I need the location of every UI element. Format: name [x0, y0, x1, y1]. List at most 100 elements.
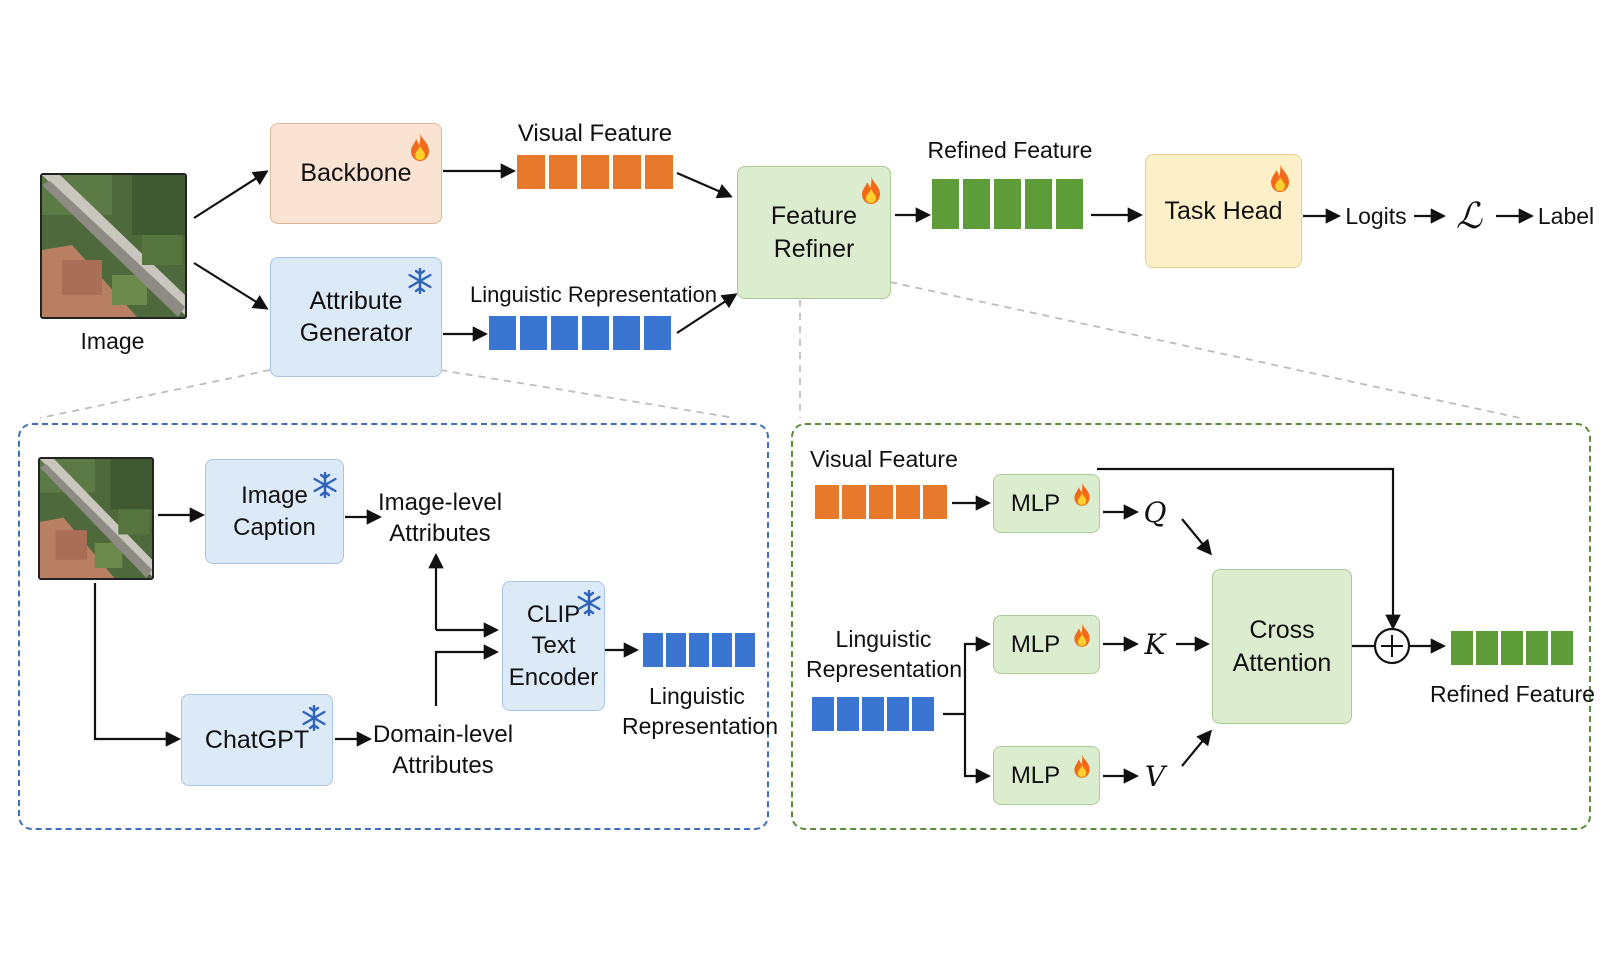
clip-text-encoder-line-3: Encoder	[508, 663, 599, 691]
arrow-image-to-chatgpt	[93, 583, 182, 747]
refined-feature-label: Refined Feature	[927, 137, 1093, 163]
attribute-generator-line-2: Generator	[299, 319, 413, 347]
snowflake-icon	[313, 472, 337, 498]
flame-icon	[1271, 164, 1289, 192]
k-symbol: K	[1144, 628, 1166, 661]
image-caption-line-2: Caption	[233, 513, 316, 541]
feature-cell	[1056, 179, 1083, 229]
backbone-box: Backbone	[270, 123, 442, 224]
feature-cell	[644, 316, 671, 350]
feature-cell	[613, 155, 641, 189]
input-image-label: Image	[80, 328, 145, 354]
image-caption-box: Image Caption	[205, 459, 344, 564]
panel-linguistic-representation-label: Linguistic Representation	[622, 682, 778, 742]
mlp-v-box: MLP	[993, 746, 1100, 805]
feature-cell	[1551, 631, 1573, 665]
image-level-attributes-line-2: Attributes	[389, 520, 491, 548]
feature-cell	[1451, 631, 1473, 665]
feature-cell	[666, 633, 686, 667]
v-symbol: V	[1144, 760, 1166, 793]
feature-cell	[869, 485, 893, 519]
mlp-q-box: MLP	[993, 474, 1100, 533]
attribute-generator-panel	[18, 423, 769, 830]
snowflake-icon	[302, 705, 326, 731]
feature-cell	[837, 697, 859, 731]
flame-icon	[1074, 482, 1090, 506]
panel-refiner-linguistic-label: Linguistic Representation	[806, 625, 962, 685]
refined-feature-vector	[932, 179, 1083, 229]
linguistic-representation-label: Linguistic Representation	[470, 282, 718, 307]
attribute-generator-box: Attribute Generator	[270, 257, 442, 377]
mlp-k-label: MLP	[1010, 630, 1061, 658]
arrow-residual-to-add	[1097, 467, 1401, 631]
flame-icon	[1074, 754, 1090, 778]
feature-refiner-line-2: Refiner	[773, 234, 855, 263]
mlp-q-label: MLP	[1010, 489, 1061, 517]
arrow-q-to-cross-attention	[1181, 518, 1212, 556]
image-level-attributes-label: Image-level Attributes	[375, 487, 505, 549]
visual-feature-label: Visual Feature	[517, 120, 673, 147]
arrow-visual-to-refiner	[676, 171, 733, 199]
input-image-thumbnail	[40, 173, 187, 319]
cross-attention-line-2: Attention	[1232, 648, 1332, 677]
task-head-box: Task Head	[1145, 154, 1302, 268]
feature-refiner-box: Feature Refiner	[737, 166, 891, 299]
feature-cell	[549, 155, 577, 189]
snowflake-icon	[577, 590, 601, 616]
panel-refiner-linguistic-line-1: Linguistic	[835, 626, 932, 652]
domain-level-attributes-label: Domain-level Attributes	[368, 719, 518, 781]
feature-cell	[1476, 631, 1498, 665]
feature-cell	[912, 697, 934, 731]
flame-icon	[411, 133, 429, 161]
feature-cell	[520, 316, 547, 350]
feature-cell	[887, 697, 909, 731]
arrow-image-to-attribute-generator	[193, 262, 269, 310]
logits-label: Logits	[1345, 203, 1407, 229]
feature-cell	[645, 155, 673, 189]
feature-cell	[896, 485, 920, 519]
panel-refiner-linguistic-vector	[812, 697, 934, 731]
cross-attention-box: Cross Attention	[1212, 569, 1352, 724]
panel-visual-feature-label: Visual Feature	[810, 446, 958, 472]
feature-cell	[994, 179, 1021, 229]
feature-cell	[613, 316, 640, 350]
feature-cell	[1501, 631, 1523, 665]
add-operator-icon	[1373, 627, 1411, 665]
feature-cell	[932, 179, 959, 229]
feature-cell	[582, 316, 609, 350]
feature-cell	[812, 697, 834, 731]
feature-cell	[735, 633, 755, 667]
image-level-attributes-line-1: Image-level	[377, 489, 503, 516]
feature-cell	[842, 485, 866, 519]
feature-cell	[815, 485, 839, 519]
panel-refiner-linguistic-line-2: Representation	[806, 655, 962, 682]
feature-cell	[643, 633, 663, 667]
mlp-k-box: MLP	[993, 615, 1100, 674]
arrow-domain-attributes-to-clip	[434, 644, 500, 706]
domain-level-attributes-line-1: Domain-level	[372, 721, 514, 748]
feature-cell	[581, 155, 609, 189]
arrow-v-to-cross-attention	[1181, 729, 1212, 767]
snowflake-icon	[408, 268, 432, 294]
domain-level-attributes-line-2: Attributes	[392, 752, 494, 780]
panel-refined-feature-vector	[1451, 631, 1573, 665]
label-output: Label	[1537, 203, 1595, 229]
feature-cell	[923, 485, 947, 519]
panel-visual-feature-vector	[815, 485, 947, 519]
feature-cell	[489, 316, 516, 350]
attribute-generator-line-1: Attribute	[309, 286, 403, 315]
aerial-image-icon	[40, 459, 152, 578]
flame-icon	[862, 176, 880, 204]
arrow-linguistic-to-mlp-v	[963, 714, 992, 784]
feature-cell	[862, 697, 884, 731]
feature-cell	[551, 316, 578, 350]
visual-feature-vector	[517, 155, 673, 189]
panel-refined-feature-label: Refined Feature	[1430, 681, 1595, 707]
feature-cell	[689, 633, 709, 667]
task-head-label: Task Head	[1164, 196, 1283, 225]
feature-cell	[517, 155, 545, 189]
flame-icon	[1074, 623, 1090, 647]
zoom-guide-lines	[39, 281, 1521, 419]
panel-linguistic-representation-line-2: Representation	[622, 712, 778, 739]
